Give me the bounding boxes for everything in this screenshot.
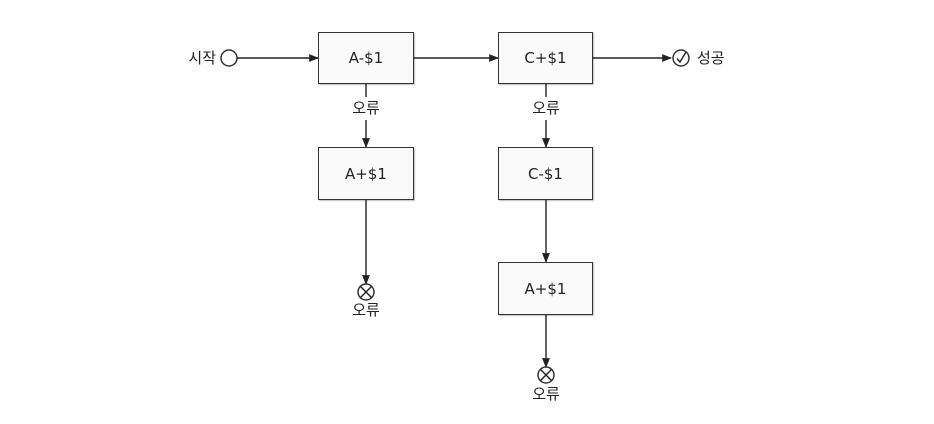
step-box-c-minus: C-$1: [498, 147, 593, 200]
error-end-label-right: 오류: [532, 385, 560, 403]
step-box-a-minus: A-$1: [318, 32, 414, 84]
error-end-icon-left: [357, 283, 375, 301]
step-box-a-plus-left: A+$1: [318, 147, 414, 200]
start-label: 시작: [188, 49, 216, 67]
error-end-label-left: 오류: [352, 301, 380, 319]
success-label: 성공: [697, 49, 725, 67]
edge-label-error-right: 오류: [532, 99, 560, 117]
error-end-icon-right: [537, 366, 555, 384]
start-node-icon: [220, 49, 238, 67]
step-box-a-plus-right: A+$1: [498, 262, 593, 315]
success-check-icon: [672, 49, 690, 67]
step-box-c-plus: C+$1: [498, 32, 593, 84]
edge-label-error-left: 오류: [352, 99, 380, 117]
